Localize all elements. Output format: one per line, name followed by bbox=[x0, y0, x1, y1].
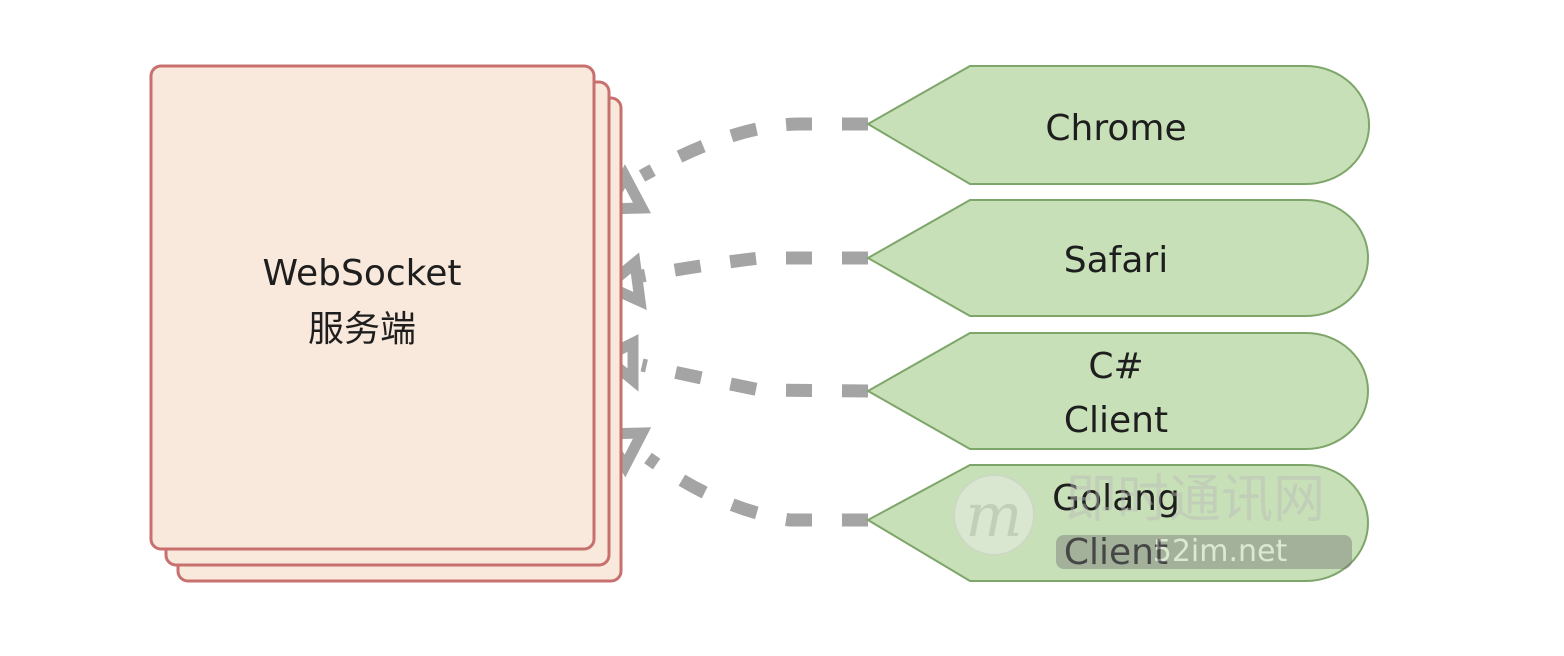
watermark-logo-letter: m bbox=[966, 481, 1023, 551]
client-label-golang-line2: Client bbox=[1064, 532, 1168, 573]
watermark-url-bar bbox=[1056, 535, 1352, 569]
client-node-chrome bbox=[866, 65, 1371, 185]
server-stack: WebSocket 服务端 bbox=[149, 64, 623, 583]
client-node-csharp bbox=[865, 332, 1369, 450]
client-label-csharp-line2: Client bbox=[1064, 400, 1168, 441]
client-label-golang-line1: Golang bbox=[1052, 478, 1180, 519]
watermark: m 即时通讯网 52im.net bbox=[953, 470, 1352, 569]
client-label-chrome: Chrome bbox=[1045, 108, 1186, 149]
connector-chrome bbox=[638, 117, 868, 182]
watermark-text: 即时通讯网 bbox=[1065, 470, 1325, 530]
client-group: Chrome Safari C# Client Golang Client bbox=[865, 65, 1371, 582]
client-label-csharp-line1: C# bbox=[1088, 346, 1143, 387]
client-label-safari: Safari bbox=[1064, 240, 1168, 281]
watermark-logo-icon bbox=[953, 474, 1035, 556]
server-box-front bbox=[149, 64, 596, 551]
server-label-line1: WebSocket bbox=[263, 253, 462, 294]
server-label-line2: 服务端 bbox=[308, 309, 416, 350]
client-node-safari bbox=[865, 199, 1369, 317]
watermark-url: 52im.net bbox=[1153, 534, 1288, 569]
client-node-golang bbox=[865, 464, 1369, 582]
